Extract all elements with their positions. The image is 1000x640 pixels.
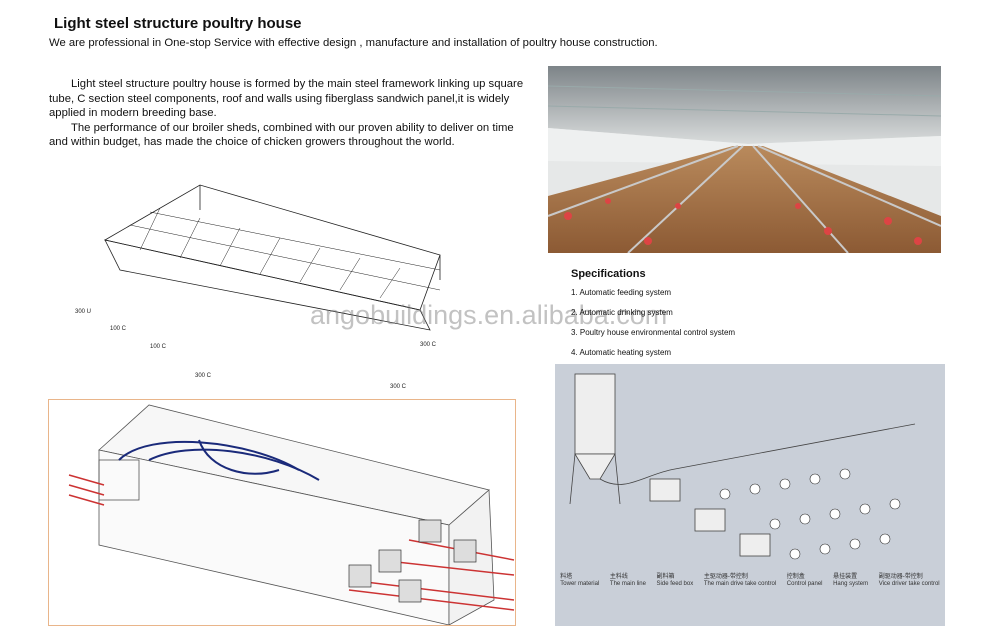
steel-structure-drawing: 300 U 100 C 100 C 300 C 300 C 300 C <box>50 170 530 400</box>
paragraph-2: The performance of our broiler sheds, co… <box>49 121 514 149</box>
watermark: angobuildings.en.alibaba.com <box>310 300 668 330</box>
specifications: Specifications 1. Automatic feeding syst… <box>571 268 735 368</box>
poultry-house-interior-photo <box>548 66 941 253</box>
label-100c-1: 100 C <box>110 326 127 332</box>
paragraph-1: Light steel structure poultry house is f… <box>49 78 524 119</box>
page-title: Light steel structure poultry house <box>54 15 302 32</box>
spec-item: 1. Automatic feeding system <box>571 288 672 297</box>
description: Light steel structure poultry house is f… <box>49 77 529 150</box>
label-300u: 300 U <box>75 309 91 315</box>
label-300c-1: 300 C <box>195 373 212 379</box>
spec-item: 4. Automatic heating system <box>571 348 672 357</box>
subtitle: We are professional in One-stop Service … <box>49 37 658 49</box>
spec-item: 3. Poultry house environmental control s… <box>571 328 736 337</box>
label-300c-3: 300 C <box>420 342 437 348</box>
ventilation-diagram <box>48 399 516 626</box>
label-300c-2: 300 C <box>390 384 407 390</box>
label-100c-2: 100 C <box>150 344 167 350</box>
specifications-heading: Specifications <box>571 268 646 280</box>
spec-item: 2. Automatic drinking system <box>571 308 673 317</box>
